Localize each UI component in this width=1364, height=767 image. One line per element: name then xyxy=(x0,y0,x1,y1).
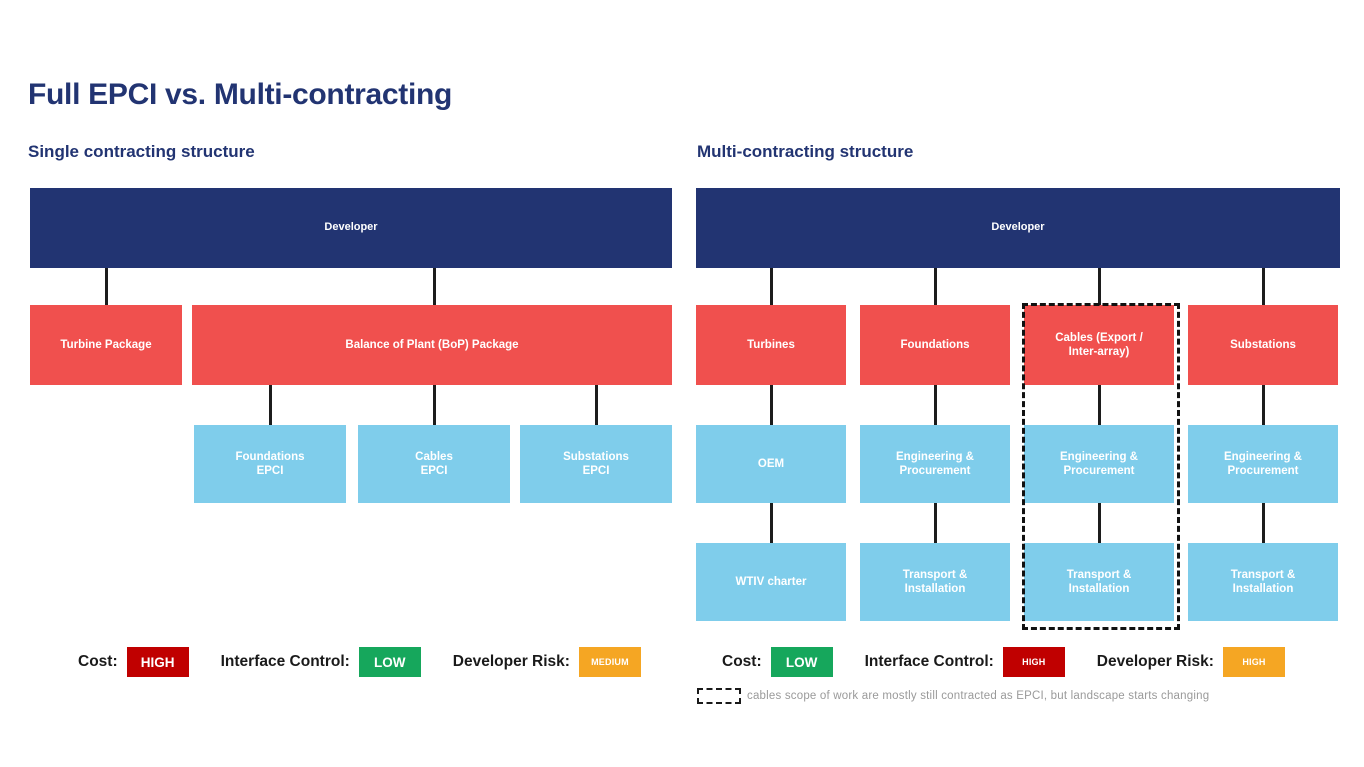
right-connector-root-cables xyxy=(1098,268,1101,305)
left-legend-item-developer-risk: Developer Risk: MEDIUM xyxy=(453,647,641,677)
right-connector-root-substations xyxy=(1262,268,1265,305)
left-legend-risk-value: MEDIUM xyxy=(578,647,641,677)
right-node-package-turbines[interactable]: Turbines xyxy=(696,305,846,385)
right-connector-cables-ti xyxy=(1098,503,1101,543)
right-node-substations-engineering-procurement[interactable]: Engineering &Procurement xyxy=(1188,425,1338,503)
right-node-turbines-oem[interactable]: OEM xyxy=(696,425,846,503)
right-connector-oem-wtiv xyxy=(770,503,773,543)
right-legend-item-developer-risk: Developer Risk: HIGH xyxy=(1097,647,1285,677)
right-connector-substations-ep xyxy=(1262,385,1265,425)
left-connector-bop-substations xyxy=(595,385,598,425)
right-connector-cables-ep xyxy=(1098,385,1101,425)
right-legend-interface-value: HIGH xyxy=(1002,647,1065,677)
right-node-package-cables[interactable]: Cables (Export /Inter-array) xyxy=(1024,305,1174,385)
right-connector-substations-ti xyxy=(1262,503,1265,543)
right-legend-risk-label: Developer Risk: xyxy=(1096,653,1214,670)
right-node-package-substations[interactable]: Substations xyxy=(1188,305,1338,385)
right-legend-cost-value: LOW xyxy=(770,647,833,677)
left-node-developer[interactable]: Developer xyxy=(30,188,672,268)
right-legend-item-interface-control: Interface Control: HIGH xyxy=(865,647,1065,677)
right-connector-root-foundations xyxy=(934,268,937,305)
right-node-developer[interactable]: Developer xyxy=(696,188,1340,268)
right-node-cables-transport-installation[interactable]: Transport &Installation xyxy=(1024,543,1174,621)
left-node-bop-package[interactable]: Balance of Plant (BoP) Package xyxy=(192,305,672,385)
left-legend-cost-value: HIGH xyxy=(126,647,189,677)
left-legend-cost-label: Cost: xyxy=(78,653,118,670)
left-connector-bop-foundations xyxy=(269,385,272,425)
left-connector-root-bop xyxy=(433,268,436,305)
left-legend-item-interface-control: Interface Control: LOW xyxy=(221,647,421,677)
left-section-heading: Single contracting structure xyxy=(28,142,255,161)
right-node-foundations-engineering-procurement[interactable]: Engineering &Procurement xyxy=(860,425,1010,503)
right-node-substations-transport-installation[interactable]: Transport &Installation xyxy=(1188,543,1338,621)
right-legend-interface-label: Interface Control: xyxy=(864,653,994,670)
page-title: Full EPCI vs. Multi-contracting xyxy=(28,78,453,111)
right-node-foundations-transport-installation[interactable]: Transport &Installation xyxy=(860,543,1010,621)
right-node-turbines-wtiv-charter[interactable]: WTIV charter xyxy=(696,543,846,621)
right-node-cables-engineering-procurement[interactable]: Engineering &Procurement xyxy=(1024,425,1174,503)
right-connector-turbines-oem xyxy=(770,385,773,425)
left-legend-interface-label: Interface Control: xyxy=(220,653,350,670)
left-node-turbine-package[interactable]: Turbine Package xyxy=(30,305,182,385)
left-connector-root-turbine xyxy=(105,268,108,305)
right-connector-root-turbines xyxy=(770,268,773,305)
footnote-text: cables scope of work are mostly still co… xyxy=(747,690,1210,702)
footnote: cables scope of work are mostly still co… xyxy=(697,688,1209,704)
left-legend-interface-value: LOW xyxy=(358,647,421,677)
left-legend-risk-label: Developer Risk: xyxy=(452,653,570,670)
right-connector-foundations-ep xyxy=(934,385,937,425)
right-legend-cost-label: Cost: xyxy=(722,653,762,670)
right-connector-foundations-ti xyxy=(934,503,937,543)
right-legend: Cost: LOW Interface Control: HIGH Develo… xyxy=(722,647,1285,677)
left-connector-bop-cables xyxy=(433,385,436,425)
right-section-heading: Multi-contracting structure xyxy=(697,142,914,161)
left-legend-item-cost: Cost: HIGH xyxy=(78,647,189,677)
right-legend-risk-value: HIGH xyxy=(1222,647,1285,677)
right-node-package-foundations[interactable]: Foundations xyxy=(860,305,1010,385)
dashed-box-legend-icon xyxy=(697,688,741,704)
left-legend: Cost: HIGH Interface Control: LOW Develo… xyxy=(78,647,641,677)
right-legend-item-cost: Cost: LOW xyxy=(722,647,833,677)
